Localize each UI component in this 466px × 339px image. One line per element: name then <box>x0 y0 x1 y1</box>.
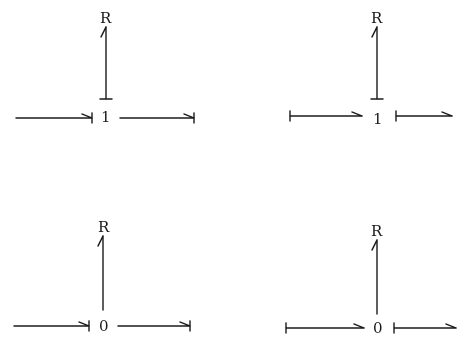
resistor-label: R <box>371 222 383 240</box>
resistor-label: R <box>100 9 112 27</box>
bond-graph-0-junction-left: R 0 <box>13 218 191 335</box>
half-arrow-head <box>81 113 93 119</box>
half-arrow-head <box>441 111 453 117</box>
half-arrow-head <box>100 26 107 38</box>
half-arrow-head <box>179 321 191 327</box>
half-arrow-head <box>371 239 378 251</box>
resistor-label: R <box>98 218 110 236</box>
half-arrow-head <box>351 111 363 117</box>
half-arrow-head <box>97 235 104 247</box>
junction-label: 1 <box>101 108 111 126</box>
half-arrow-head <box>78 321 90 327</box>
junction-label: 1 <box>373 110 383 128</box>
junction-label: 0 <box>373 319 383 337</box>
junction-label: 0 <box>99 317 109 335</box>
bond-graph-1-junction-left: R 1 <box>15 9 195 126</box>
half-arrow-head <box>353 323 365 329</box>
half-arrow-head <box>371 26 378 38</box>
half-arrow-head <box>183 113 195 119</box>
bond-graph-1-junction-right: R 1 <box>289 9 453 128</box>
half-arrow-head <box>445 323 457 329</box>
bond-graph-0-junction-right: R 0 <box>285 222 457 337</box>
resistor-label: R <box>371 9 383 27</box>
